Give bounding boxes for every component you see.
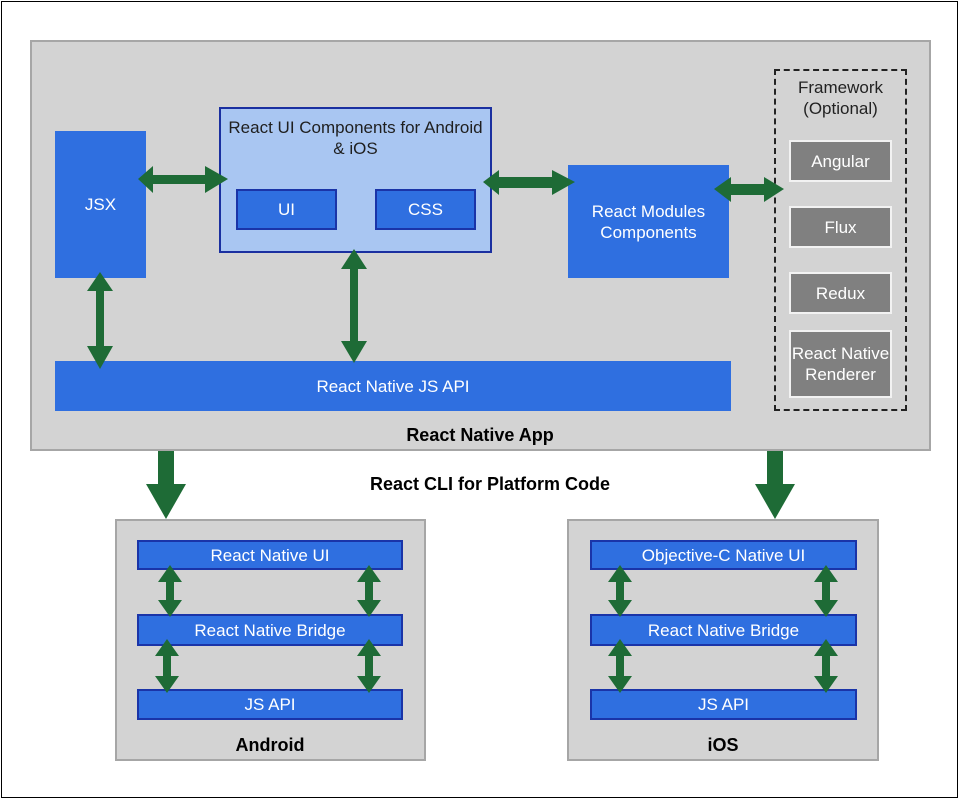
react-native-app-label: React Native App <box>406 425 554 445</box>
android-react-native-ui-bar: React Native UI <box>137 540 403 570</box>
android-label: Android <box>235 735 305 755</box>
react-ui-components-box: React UI Components for Android & iOS UI… <box>219 107 492 253</box>
ios-label: iOS <box>707 735 739 755</box>
react-native-js-api-bar: React Native JS API <box>55 361 731 411</box>
ios-react-native-bridge-bar: React Native Bridge <box>590 614 857 646</box>
ios-objective-c-native-ui-bar: Objective-C Native UI <box>590 540 857 570</box>
css-box: CSS <box>375 189 476 230</box>
framework-item-redux: Redux <box>789 272 892 314</box>
android-react-native-bridge-bar: React Native Bridge <box>137 614 403 646</box>
react-cli-label: React CLI for Platform Code <box>369 474 611 494</box>
framework-item-angular: Angular <box>789 140 892 182</box>
android-js-api-bar: JS API <box>137 689 403 720</box>
framework-item-react-native-renderer: React Native Renderer <box>789 330 892 398</box>
ui-box: UI <box>236 189 337 230</box>
react-modules-components-box: React Modules Components <box>568 165 729 278</box>
ios-js-api-bar: JS API <box>590 689 857 720</box>
framework-optional-group: Framework (Optional) <box>774 69 907 411</box>
framework-title: Framework (Optional) <box>797 78 883 118</box>
framework-item-flux: Flux <box>789 206 892 248</box>
jsx-box: JSX <box>55 131 146 278</box>
react-ui-components-title: React UI Components for Android & iOS <box>228 118 483 158</box>
